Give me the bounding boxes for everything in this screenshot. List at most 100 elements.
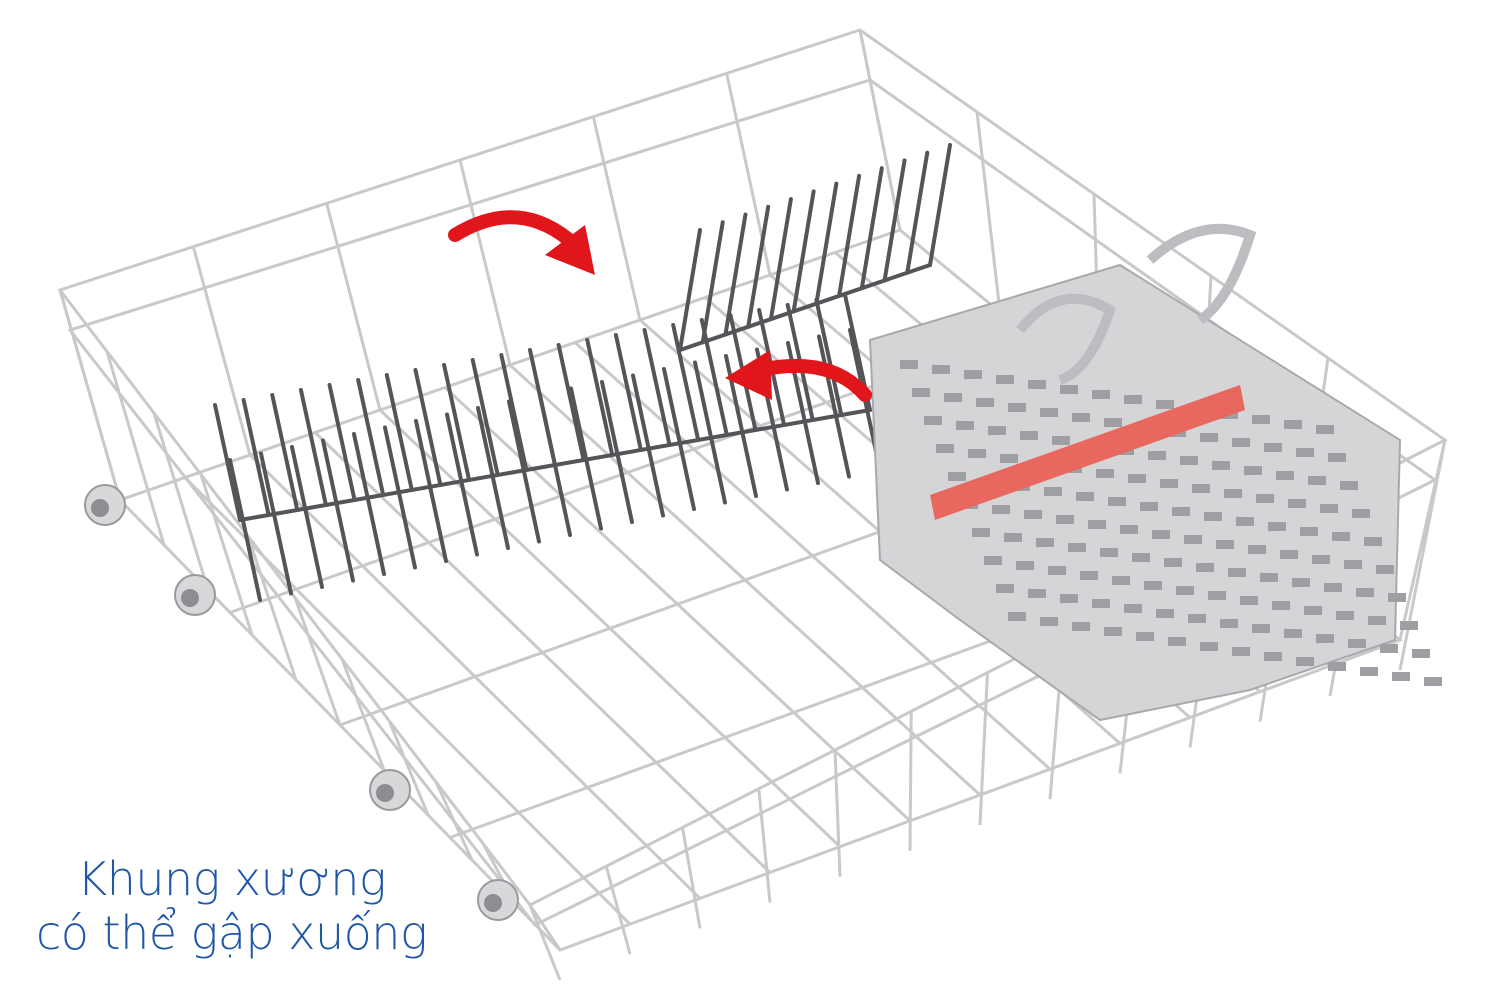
basket-hole	[1156, 400, 1174, 409]
tine	[662, 367, 696, 511]
tine	[768, 197, 793, 322]
tine	[298, 388, 328, 507]
basket-hole	[1364, 537, 1382, 546]
basket-hole	[1200, 433, 1218, 442]
basket-hole	[1160, 479, 1178, 488]
tine	[859, 166, 884, 291]
basket-hole	[1252, 624, 1270, 633]
rack-post	[978, 672, 989, 826]
rack-post	[325, 202, 382, 411]
basket-hole	[1204, 512, 1222, 521]
rack-post	[105, 351, 166, 546]
tine	[693, 360, 727, 505]
basket-hole	[1056, 515, 1074, 524]
caption-line-1: Khung xương	[77, 852, 387, 906]
rack-post	[340, 658, 386, 771]
basket-hole	[1232, 438, 1250, 447]
tine	[384, 373, 414, 492]
basket-hole	[1004, 533, 1022, 542]
caption-line-2: có thể gập xuống	[36, 906, 428, 960]
basket-hole	[1132, 553, 1150, 562]
basket-hole	[1332, 532, 1350, 541]
arrowhead	[545, 225, 595, 275]
basket-hole	[1072, 413, 1090, 422]
wheel-hub	[484, 894, 502, 912]
rack-post	[833, 749, 842, 877]
basket-hole	[1136, 632, 1154, 641]
basket-hole	[1252, 415, 1270, 424]
basket-hole	[956, 421, 974, 430]
basket-hole	[924, 416, 942, 425]
basket-hole	[1108, 497, 1126, 506]
rack-wheels	[84, 484, 519, 921]
basket-hole	[1308, 476, 1326, 485]
rack-post	[591, 116, 642, 321]
rack-post	[858, 29, 902, 231]
cutlery-basket	[868, 223, 1442, 722]
basket-hole	[1156, 609, 1174, 618]
tine	[791, 189, 816, 314]
basket-hole	[1336, 611, 1354, 620]
tine	[613, 333, 643, 452]
tine	[631, 373, 665, 518]
basket-hole	[1376, 565, 1394, 574]
basket-hole	[1076, 492, 1094, 501]
basket-hole	[1140, 502, 1158, 511]
rack-post	[458, 159, 512, 366]
wheel-hub	[376, 784, 394, 802]
tine	[445, 412, 479, 557]
basket-hole	[1264, 443, 1282, 452]
basket-hole	[900, 360, 918, 369]
basket-hole	[1324, 583, 1342, 592]
tine	[327, 383, 357, 502]
curved-arrow-left-icon	[753, 358, 872, 402]
basket-hole	[1228, 568, 1246, 577]
basket-hole	[1300, 527, 1318, 536]
basket-hole	[1000, 454, 1018, 463]
basket-hole	[1040, 408, 1058, 417]
basket-hole	[1052, 436, 1070, 445]
basket-hole	[1264, 652, 1282, 661]
basket-hole	[1216, 540, 1234, 549]
basket-hole	[1148, 451, 1166, 460]
basket-hole	[1280, 550, 1298, 559]
basket-hole	[1380, 644, 1398, 653]
basket-hole	[964, 370, 982, 379]
basket-hole	[1028, 589, 1046, 598]
tine	[270, 393, 300, 512]
arrowhead	[725, 350, 772, 400]
basket-hole	[1220, 619, 1238, 628]
tine	[678, 228, 702, 352]
rack-post	[246, 535, 298, 681]
basket-hole	[976, 398, 994, 407]
basket-handle	[1146, 223, 1257, 325]
basket-hole	[1092, 390, 1110, 399]
basket-hole	[1412, 649, 1430, 658]
tine	[383, 425, 417, 570]
basket-hole	[1388, 593, 1406, 602]
tine	[814, 181, 839, 306]
basket-hole	[1284, 420, 1302, 429]
basket-hole	[1008, 403, 1026, 412]
basket-hole	[1096, 469, 1114, 478]
tine	[642, 328, 672, 447]
tine	[882, 158, 907, 283]
basket-hole	[1268, 522, 1286, 531]
basket-hole	[936, 444, 954, 453]
basket-hole	[1104, 418, 1122, 427]
tine	[817, 334, 851, 479]
basket-hole	[1068, 543, 1086, 552]
rack-post	[975, 111, 1002, 313]
basket-hole	[1284, 629, 1302, 638]
basket-hole	[1344, 560, 1362, 569]
basket-hole	[1008, 612, 1026, 621]
tine	[499, 353, 529, 472]
basket-hole	[996, 375, 1014, 384]
basket-hole	[1028, 380, 1046, 389]
rack-post	[528, 904, 562, 981]
tine	[259, 451, 293, 596]
rack-post	[191, 246, 252, 456]
basket-hole	[1248, 545, 1266, 554]
basket-hole	[1168, 637, 1186, 646]
tine	[470, 358, 500, 477]
